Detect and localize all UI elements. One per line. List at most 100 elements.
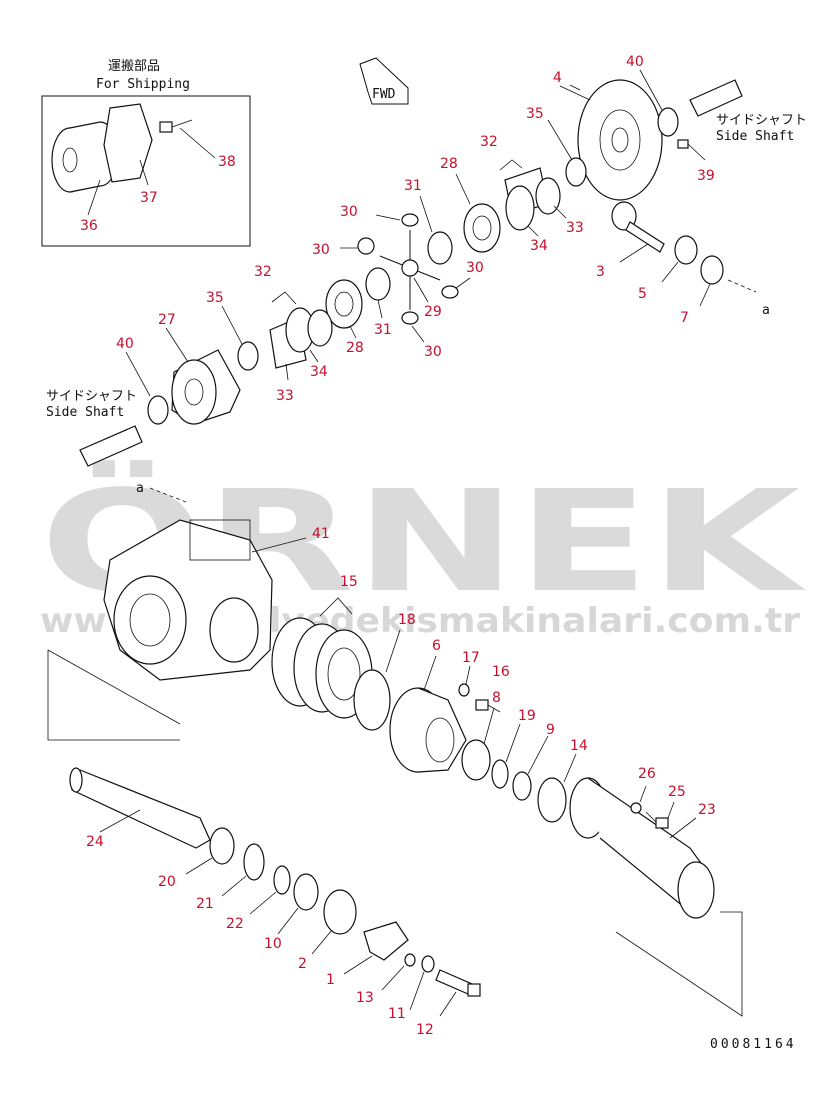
label-33-bottom: 33 (276, 388, 294, 404)
label-18: 18 (398, 612, 416, 628)
part-39-bolt (677, 139, 706, 161)
part-30-washer-a (401, 213, 419, 227)
label-7: 7 (680, 310, 689, 326)
part-12-bolt (435, 969, 481, 997)
label-24: 24 (86, 834, 104, 850)
part-25-bolt (645, 811, 669, 829)
label-2: 2 (298, 956, 307, 972)
part-37-plate (103, 103, 153, 183)
shipping-box-title-en: For Shipping (96, 77, 190, 92)
part-7-collar (700, 255, 724, 285)
label-23: 23 (698, 802, 716, 818)
part-13-o-ring (404, 953, 416, 967)
label-17: 17 (462, 650, 480, 666)
part-11-washer (421, 955, 435, 973)
label-13: 13 (356, 990, 374, 1006)
fwd-arrow: FWD (359, 57, 409, 105)
part-8-bearing (461, 739, 491, 781)
part-2-plate (323, 889, 357, 935)
label-30-d: 30 (424, 344, 442, 360)
label-25: 25 (668, 784, 686, 800)
label-8: 8 (492, 690, 501, 706)
part-17-washer (458, 683, 470, 697)
part-21-snap-ring (243, 843, 265, 881)
part-30-washer-c (441, 285, 459, 299)
part-14-o-ring (537, 777, 567, 823)
part-18-o-ring (353, 669, 391, 731)
label-19: 19 (518, 708, 536, 724)
label-35-bottom: 35 (206, 290, 224, 306)
part-3-pinion-shaft (611, 201, 665, 253)
part-15-brake-discs (271, 617, 373, 719)
label-20: 20 (158, 874, 176, 890)
label-41: 41 (312, 526, 330, 542)
label-28-top: 28 (440, 156, 458, 172)
part-19-ring (491, 759, 509, 789)
label-4: 4 (553, 70, 562, 86)
label-6: 6 (432, 638, 441, 654)
label-30-b: 30 (312, 242, 330, 258)
part-30-washer-b (357, 237, 375, 255)
part-35-shim-top (565, 157, 587, 187)
part-22-snap-ring (273, 865, 291, 895)
label-37: 37 (140, 190, 158, 206)
part-31-pinion-top (427, 231, 453, 265)
ref-marker-a-left: a (136, 481, 144, 496)
label-31-top: 31 (404, 178, 422, 194)
label-1: 1 (326, 972, 335, 988)
part-1-yoke (363, 921, 409, 961)
label-16: 16 (492, 664, 510, 680)
shipping-box-title-jp: 運搬部品 (108, 59, 160, 74)
label-32-top: 32 (480, 134, 498, 150)
part-23-axle-tube (569, 777, 715, 919)
label-11: 11 (388, 1006, 406, 1022)
label-35-top: 35 (526, 106, 544, 122)
part-28-side-gear-top (463, 203, 501, 253)
part-26-washer (630, 802, 642, 814)
label-34-bottom: 34 (310, 364, 328, 380)
ref-marker-a-top: a (762, 303, 770, 318)
drawing-number: 00081164 (710, 1037, 797, 1052)
fwd-label: FWD (372, 87, 396, 102)
part-35-shim-bottom (237, 341, 259, 371)
part-20-bearing (209, 827, 235, 865)
label-33-top: 33 (566, 220, 584, 236)
label-28-bottom: 28 (346, 340, 364, 356)
label-27: 27 (158, 312, 176, 328)
label-39: 39 (697, 168, 715, 184)
label-40-bottom: 40 (116, 336, 134, 352)
label-29: 29 (424, 304, 442, 320)
part-32-carrier-bottom (269, 307, 333, 369)
part-41-axle-housing (103, 519, 273, 681)
part-29-spider (379, 230, 441, 310)
label-40-top: 40 (626, 54, 644, 70)
label-26: 26 (638, 766, 656, 782)
label-3: 3 (596, 264, 605, 280)
label-34-top: 34 (530, 238, 548, 254)
side-shaft-left-en: Side Shaft (46, 405, 124, 420)
label-38: 38 (218, 154, 236, 170)
part-32-carrier-top (504, 167, 561, 231)
side-shaft-top: サイドシャフト Side Shaft (689, 79, 807, 144)
part-27-differential-case (171, 349, 241, 425)
part-31-pinion-bottom (365, 267, 391, 301)
part-30-washer-d (401, 311, 419, 325)
part-40-bearing-top (657, 107, 679, 137)
label-15: 15 (340, 574, 358, 590)
label-5: 5 (638, 286, 647, 302)
part-28-side-gear-bottom (325, 279, 363, 329)
label-32-bottom: 32 (254, 264, 272, 280)
part-24-shaft (69, 767, 211, 849)
part-10-spacer (293, 873, 319, 911)
label-36: 36 (80, 218, 98, 234)
part-4-bevel-gear (569, 79, 663, 201)
label-30-c: 30 (466, 260, 484, 276)
label-21: 21 (196, 896, 214, 912)
part-5-bearing (674, 235, 698, 265)
label-14: 14 (570, 738, 588, 754)
label-10: 10 (264, 936, 282, 952)
label-22: 22 (226, 916, 244, 932)
side-shaft-left-jp: サイドシャフト (46, 389, 137, 404)
side-shaft-left: サイドシャフト Side Shaft (46, 389, 143, 467)
